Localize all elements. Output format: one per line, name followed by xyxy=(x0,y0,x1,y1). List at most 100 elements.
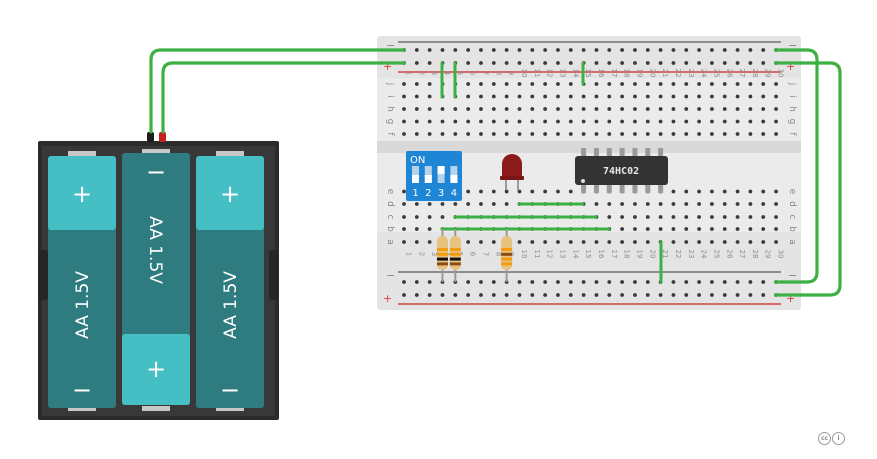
terminal-hole[interactable] xyxy=(581,119,586,124)
terminal-hole[interactable] xyxy=(479,119,483,124)
rail-hole[interactable] xyxy=(620,61,625,65)
rail-hole[interactable] xyxy=(414,280,419,284)
rail-hole[interactable] xyxy=(607,293,612,297)
terminal-hole[interactable] xyxy=(658,119,663,124)
terminal-hole[interactable] xyxy=(402,189,406,194)
terminal-hole[interactable] xyxy=(748,132,753,136)
rail-hole[interactable] xyxy=(504,48,509,52)
rail-hole[interactable] xyxy=(658,293,663,297)
terminal-hole[interactable] xyxy=(722,202,727,206)
terminal-hole[interactable] xyxy=(658,215,663,219)
rail-hole[interactable] xyxy=(466,61,471,65)
rail-hole[interactable] xyxy=(466,280,471,284)
terminal-hole[interactable] xyxy=(735,132,740,136)
rail-hole[interactable] xyxy=(633,280,637,284)
terminal-hole[interactable] xyxy=(466,107,471,111)
terminal-hole[interactable] xyxy=(504,82,509,86)
terminal-hole[interactable] xyxy=(645,107,650,111)
rail-hole[interactable] xyxy=(761,293,766,297)
terminal-hole[interactable] xyxy=(479,82,483,86)
rail-hole[interactable] xyxy=(633,48,637,52)
terminal-hole[interactable] xyxy=(594,240,599,244)
terminal-hole[interactable] xyxy=(568,132,573,136)
terminal-hole[interactable] xyxy=(491,119,496,124)
terminal-hole[interactable] xyxy=(658,107,663,111)
rail-hole[interactable] xyxy=(645,48,650,52)
terminal-hole[interactable] xyxy=(697,215,701,219)
terminal-hole[interactable] xyxy=(466,240,471,244)
wire-battery-plus-to-rail[interactable] xyxy=(161,61,406,134)
rail-hole[interactable] xyxy=(671,61,676,65)
terminal-hole[interactable] xyxy=(504,119,509,124)
terminal-hole[interactable] xyxy=(684,119,689,124)
terminal-hole[interactable] xyxy=(414,227,419,231)
resistor[interactable] xyxy=(436,229,448,282)
terminal-hole[interactable] xyxy=(710,215,714,219)
rail-hole[interactable] xyxy=(427,293,432,297)
terminal-hole[interactable] xyxy=(671,82,676,86)
rail-hole[interactable] xyxy=(594,61,599,65)
terminal-hole[interactable] xyxy=(568,107,573,111)
rail-hole[interactable] xyxy=(402,293,406,297)
rail-hole[interactable] xyxy=(735,48,740,52)
terminal-hole[interactable] xyxy=(722,132,727,136)
terminal-hole[interactable] xyxy=(530,82,535,86)
rail-hole[interactable] xyxy=(543,61,548,65)
terminal-hole[interactable] xyxy=(697,132,701,136)
terminal-hole[interactable] xyxy=(774,240,778,244)
terminal-hole[interactable] xyxy=(774,202,778,206)
rail-hole[interactable] xyxy=(633,293,637,297)
terminal-hole[interactable] xyxy=(402,107,406,111)
rail-hole[interactable] xyxy=(556,293,560,297)
terminal-hole[interactable] xyxy=(568,94,573,99)
rail-hole[interactable] xyxy=(517,61,522,65)
rail-hole[interactable] xyxy=(748,61,753,65)
terminal-hole[interactable] xyxy=(710,240,714,244)
terminal-hole[interactable] xyxy=(633,227,637,231)
terminal-hole[interactable] xyxy=(440,119,445,124)
rail-hole[interactable] xyxy=(440,293,445,297)
terminal-hole[interactable] xyxy=(684,240,689,244)
terminal-hole[interactable] xyxy=(645,240,650,244)
terminal-hole[interactable] xyxy=(504,107,509,111)
rail-hole[interactable] xyxy=(414,48,419,52)
terminal-hole[interactable] xyxy=(479,132,483,136)
terminal-hole[interactable] xyxy=(774,94,778,99)
terminal-hole[interactable] xyxy=(427,202,432,206)
terminal-hole[interactable] xyxy=(517,107,522,111)
terminal-hole[interactable] xyxy=(671,240,676,244)
terminal-hole[interactable] xyxy=(774,132,778,136)
rail-hole[interactable] xyxy=(530,293,535,297)
rail-hole[interactable] xyxy=(530,48,535,52)
rail-hole[interactable] xyxy=(594,293,599,297)
terminal-hole[interactable] xyxy=(466,94,471,99)
terminal-hole[interactable] xyxy=(594,94,599,99)
terminal-hole[interactable] xyxy=(440,107,445,111)
rail-hole[interactable] xyxy=(607,61,612,65)
terminal-hole[interactable] xyxy=(402,132,406,136)
terminal-hole[interactable] xyxy=(671,132,676,136)
terminal-hole[interactable] xyxy=(761,189,766,194)
terminal-hole[interactable] xyxy=(491,132,496,136)
terminal-hole[interactable] xyxy=(504,202,509,206)
terminal-hole[interactable] xyxy=(517,82,522,86)
terminal-hole[interactable] xyxy=(466,119,471,124)
rail-hole[interactable] xyxy=(710,293,714,297)
terminal-hole[interactable] xyxy=(620,132,625,136)
terminal-hole[interactable] xyxy=(427,215,432,219)
terminal-hole[interactable] xyxy=(722,82,727,86)
terminal-hole[interactable] xyxy=(710,227,714,231)
terminal-hole[interactable] xyxy=(543,240,548,244)
terminal-hole[interactable] xyxy=(697,202,701,206)
rail-hole[interactable] xyxy=(556,280,560,284)
terminal-hole[interactable] xyxy=(466,82,471,86)
terminal-hole[interactable] xyxy=(761,119,766,124)
rail-hole[interactable] xyxy=(671,48,676,52)
rail-hole[interactable] xyxy=(466,293,471,297)
terminal-hole[interactable] xyxy=(402,119,406,124)
rail-hole[interactable] xyxy=(491,61,496,65)
terminal-hole[interactable] xyxy=(671,94,676,99)
rail-hole[interactable] xyxy=(479,280,483,284)
rail-hole[interactable] xyxy=(568,293,573,297)
terminal-hole[interactable] xyxy=(568,82,573,86)
